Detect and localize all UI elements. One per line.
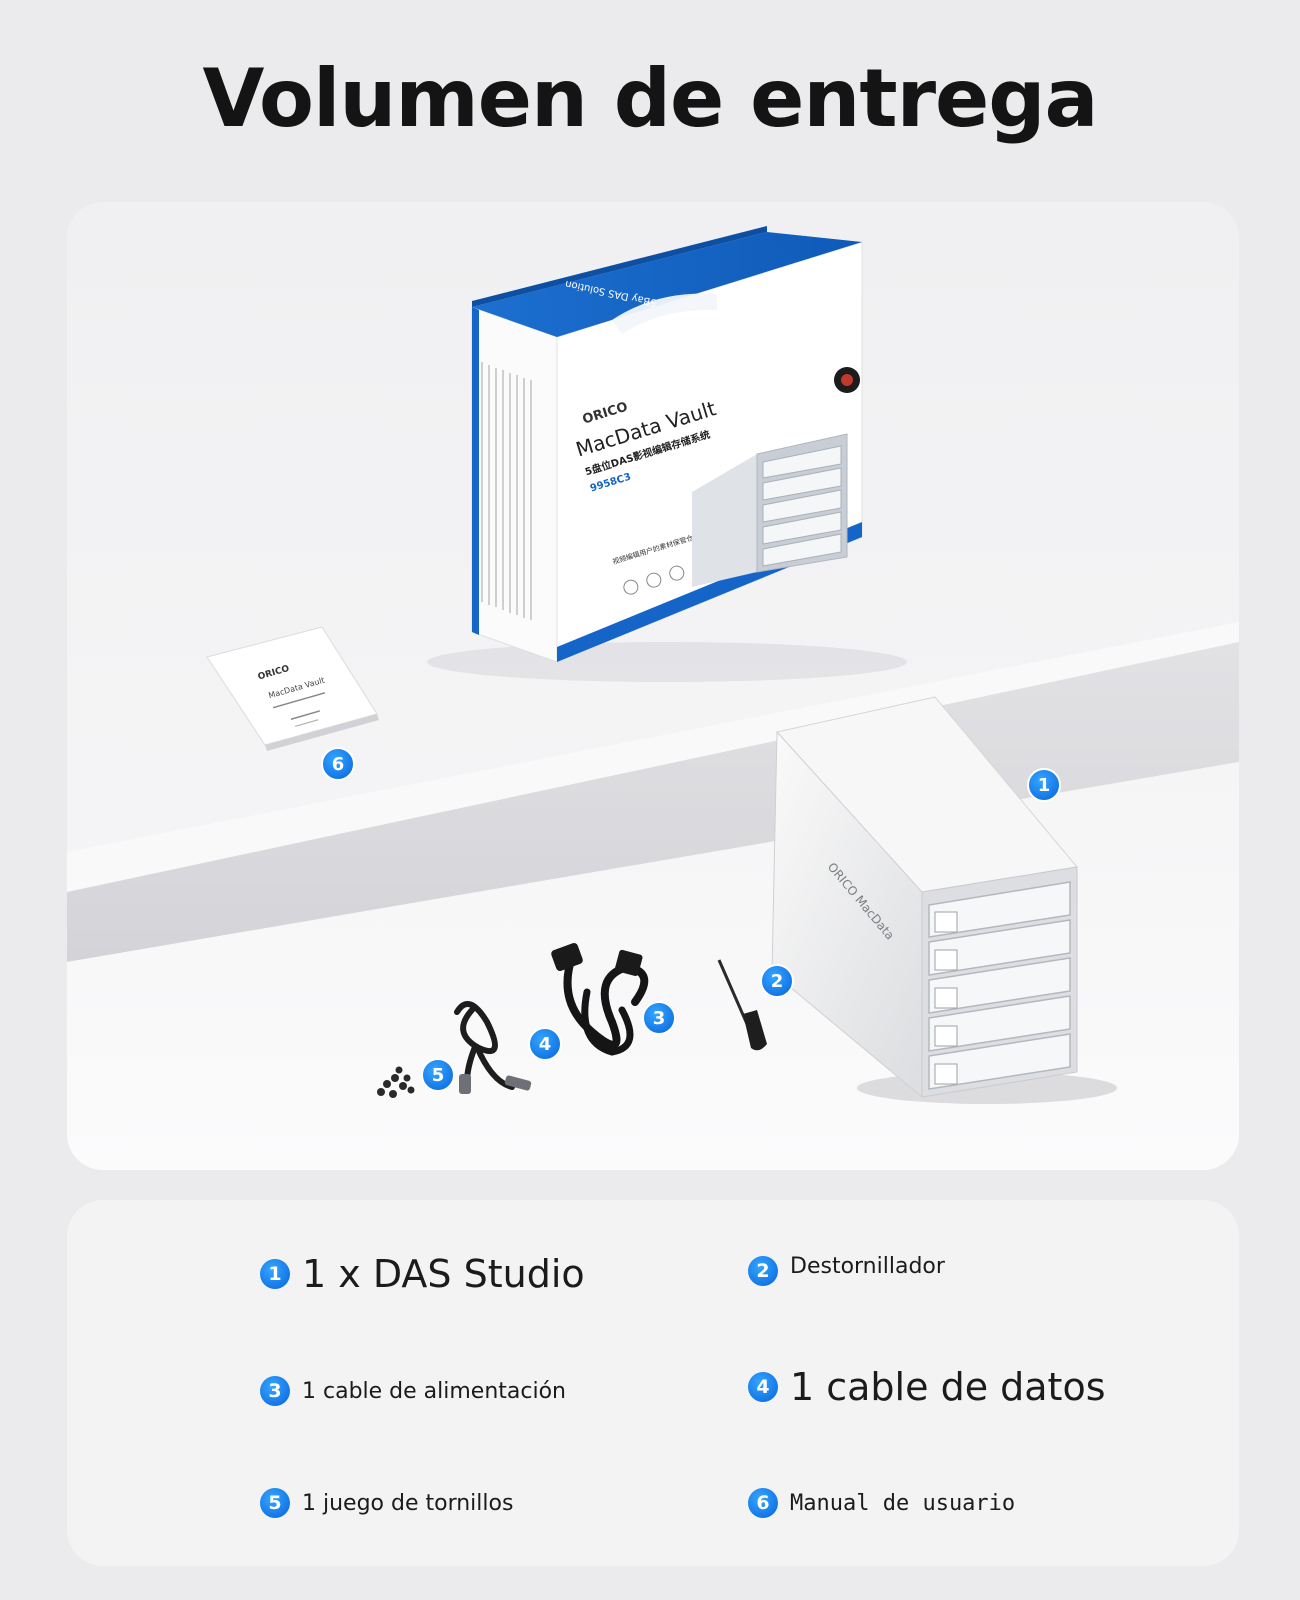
box-drive-bays bbox=[762, 445, 842, 567]
marker-1: 1 bbox=[1027, 768, 1061, 802]
item-label-3: 1 cable de alimentación bbox=[302, 1378, 566, 1404]
number-badge-1: 1 bbox=[260, 1259, 290, 1289]
marker-6: 6 bbox=[321, 747, 355, 781]
box-handle bbox=[612, 293, 717, 334]
number-badge-4: 4 bbox=[748, 1372, 778, 1402]
list-item-6: 6 Manual de usuario bbox=[748, 1488, 1015, 1518]
product-photo-card: 5Bay DAS Solution ORICO ORICO MacData Va… bbox=[67, 202, 1239, 1170]
item-label-6: Manual de usuario bbox=[790, 1490, 1016, 1516]
enclosure-drive-bays bbox=[928, 881, 1071, 1090]
screwdriver bbox=[717, 959, 767, 1051]
page-title: Volumen de entrega bbox=[202, 52, 1098, 145]
number-badge-2: 2 bbox=[748, 1256, 778, 1286]
marker-2: 2 bbox=[760, 964, 794, 998]
box-side-text-lines bbox=[481, 362, 532, 620]
list-item-3: 3 1 cable de alimentación bbox=[260, 1376, 566, 1406]
item-label-2: Destornillador bbox=[790, 1253, 945, 1279]
marker-3: 3 bbox=[642, 1001, 676, 1035]
list-item-2: 2 Destornillador bbox=[748, 1253, 945, 1286]
number-badge-5: 5 bbox=[260, 1488, 290, 1518]
marker-4: 4 bbox=[528, 1027, 562, 1061]
number-badge-3: 3 bbox=[260, 1376, 290, 1406]
screws bbox=[377, 1066, 415, 1098]
list-item-1: 1 1 x DAS Studio bbox=[260, 1252, 585, 1296]
number-badge-6: 6 bbox=[748, 1488, 778, 1518]
product-photo: 5Bay DAS Solution ORICO ORICO MacData Va… bbox=[67, 202, 1239, 1170]
list-item-4: 4 1 cable de datos bbox=[748, 1365, 1106, 1409]
item-label-1: 1 x DAS Studio bbox=[302, 1252, 585, 1296]
contents-list-card: 1 1 x DAS Studio 2 Destornillador 3 1 ca… bbox=[67, 1200, 1239, 1566]
list-item-5: 5 1 juego de tornillos bbox=[260, 1488, 513, 1518]
marker-5: 5 bbox=[421, 1058, 455, 1092]
item-label-4: 1 cable de datos bbox=[790, 1365, 1106, 1409]
item-label-5: 1 juego de tornillos bbox=[302, 1490, 514, 1516]
